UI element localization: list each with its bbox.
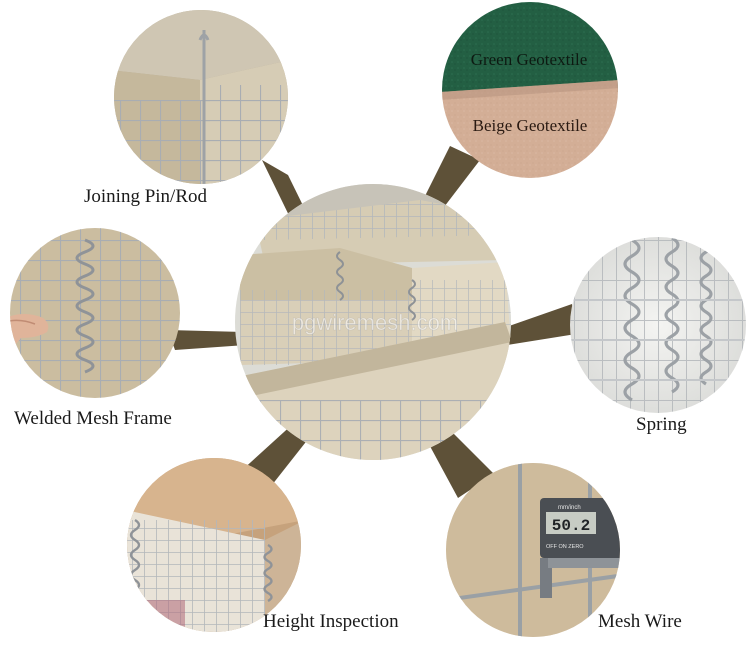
mesh-wire-label: Mesh Wire <box>598 611 682 632</box>
spring-label: Spring <box>636 414 687 435</box>
mesh-wire-photo: mm/inch 50.2 OFF ON ZERO <box>446 463 620 637</box>
spring-photo <box>570 237 746 413</box>
green-geotextile-label: Green Geotextile <box>471 50 588 69</box>
watermark: pgwiremesh.com <box>292 310 458 335</box>
joining-pin-label: Joining Pin/Rod <box>84 186 207 207</box>
caliper-reading: 50.2 <box>552 517 590 535</box>
beige-geotextile-label: Beige Geotextile <box>473 116 588 135</box>
height-inspection-photo <box>127 458 301 632</box>
connector-welded-mesh <box>168 330 246 350</box>
welded-mesh-frame-label: Welded Mesh Frame <box>14 408 172 429</box>
center-barrier-photo: pgwiremesh.com <box>235 184 511 460</box>
geotextile-photo <box>442 2 618 178</box>
caliper-buttons: OFF ON ZERO <box>546 544 584 550</box>
caliper-units: mm/inch <box>558 505 581 511</box>
joining-pin-photo <box>114 10 288 184</box>
welded-mesh-frame-photo <box>10 228 180 398</box>
height-inspection-label: Height Inspection <box>263 611 399 632</box>
